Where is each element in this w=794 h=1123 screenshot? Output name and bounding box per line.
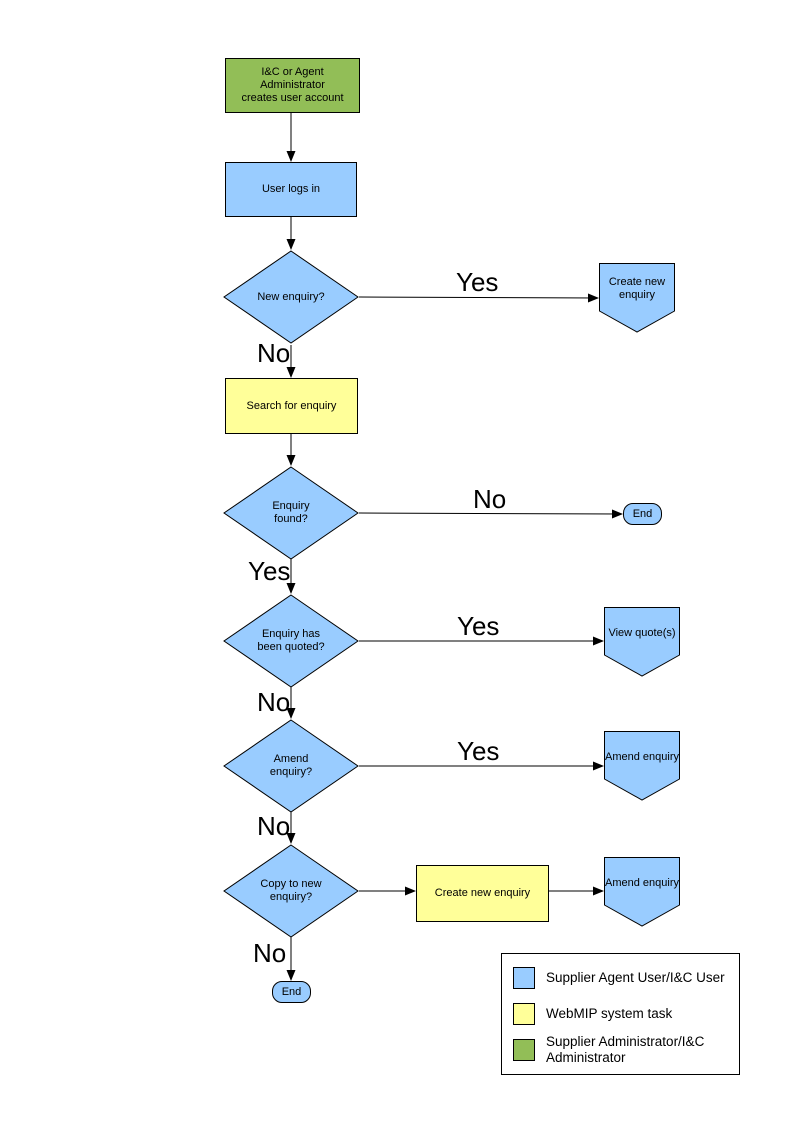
node-admin-creates-account: I&C or Agent Administrator creates user … [225, 58, 360, 113]
legend-item-supplier-administrator: Supplier Administrator/I&C Administrator [513, 1034, 728, 1065]
edge-label-amend-yes: Yes [457, 736, 500, 766]
node-end-bottom: End [272, 981, 311, 1003]
legend-item-webmip-task: WebMIP system task [513, 1003, 728, 1025]
edge-label-amend-no: No [257, 811, 291, 841]
node-end-right: End [623, 503, 662, 525]
node-copy-to-new-decision: Copy to new enquiry? [223, 844, 359, 938]
edge-label-quoted-no: No [257, 687, 291, 717]
node-amend-enquiry-decision: Amend enquiry? [223, 719, 359, 813]
edge-label-copy-no: No [253, 938, 287, 968]
legend: Supplier Agent User/I&C User WebMIP syst… [501, 953, 740, 1075]
node-create-new-enquiry-task: Create new enquiry [416, 865, 549, 922]
legend-swatch-green [513, 1039, 535, 1061]
node-create-new-enquiry-offpage: Create new enquiry [599, 263, 675, 333]
node-new-enquiry-decision: New enquiry? [223, 250, 359, 344]
node-amend-enquiry-offpage-1: Amend enquiry [604, 731, 680, 801]
node-enquiry-quoted-decision: Enquiry has been quoted? [223, 594, 359, 688]
edge-newenquiry-yes [358, 293, 599, 303]
edge-found-no [358, 509, 623, 519]
legend-item-supplier-agent-user: Supplier Agent User/I&C User [513, 967, 728, 989]
legend-label-supplier-administrator: Supplier Administrator/I&C Administrator [546, 1034, 705, 1065]
edge-label-found-yes: Yes [248, 556, 291, 586]
edge-label-new-enquiry-no: No [257, 338, 291, 368]
legend-swatch-yellow [513, 1003, 535, 1025]
legend-label-supplier-agent-user: Supplier Agent User/I&C User [546, 970, 725, 985]
node-search-for-enquiry: Search for enquiry [225, 378, 358, 434]
legend-label-webmip-task: WebMIP system task [546, 1006, 673, 1021]
node-view-quotes-offpage: View quote(s) [604, 607, 680, 677]
node-amend-enquiry-offpage-2: Amend enquiry [604, 857, 680, 927]
edge-label-found-no: No [473, 484, 507, 514]
legend-swatch-blue [513, 967, 535, 989]
node-enquiry-found-decision: Enquiry found? [223, 466, 359, 560]
node-user-logs-in: User logs in [225, 162, 357, 217]
edge-label-new-enquiry-yes: Yes [456, 267, 499, 297]
edge-label-quoted-yes: Yes [457, 611, 500, 641]
